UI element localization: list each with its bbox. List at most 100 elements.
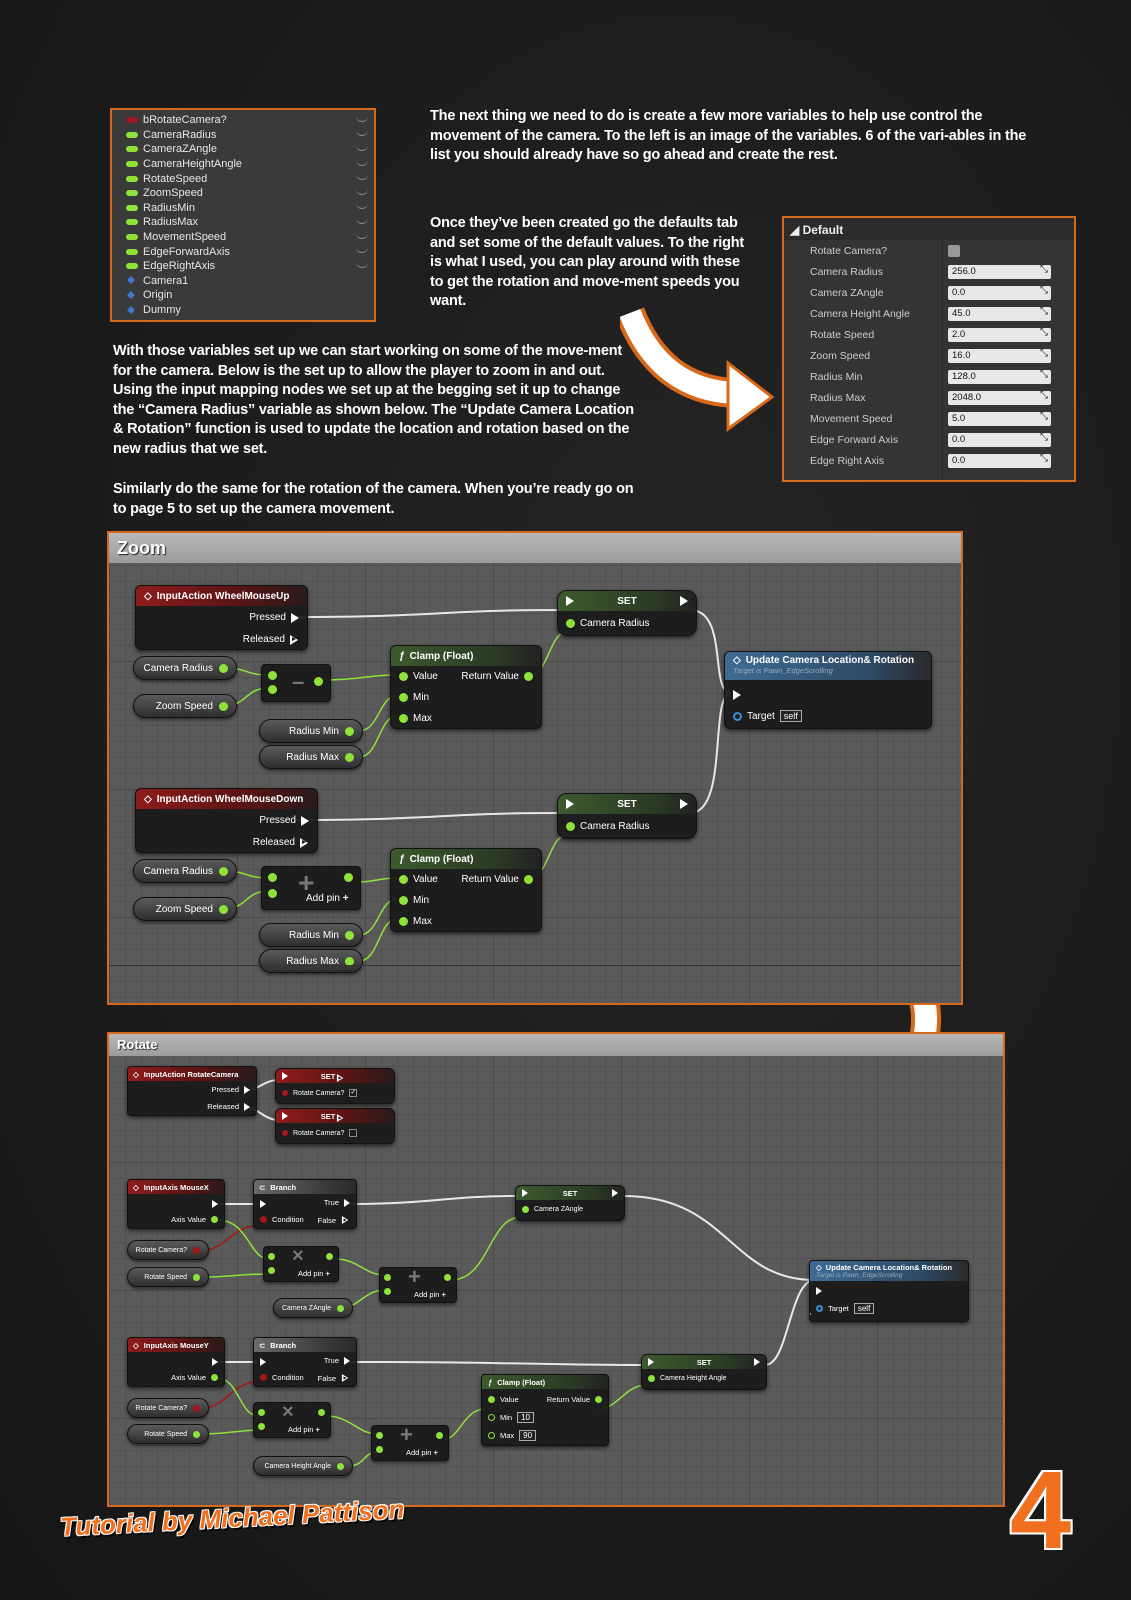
get-radius-max-2[interactable]: Radius Max	[259, 949, 363, 973]
exec-pin-icon[interactable]	[212, 1200, 218, 1208]
variable-item[interactable]: EdgeForwardAxis	[126, 244, 368, 259]
value-pin[interactable]: Value	[399, 671, 438, 682]
input-action-wheel-down-node[interactable]: ◇InputAction WheelMouseDown Pressed Rele…	[135, 788, 318, 853]
unchecked-checkbox[interactable]	[349, 1129, 358, 1137]
min-value-field[interactable]: 10	[517, 1412, 534, 1423]
axis-value-pin[interactable]: Axis Value	[171, 1215, 218, 1224]
get-radius-min-1[interactable]: Radius Min	[259, 719, 363, 743]
checked-checkbox[interactable]: ✓	[349, 1089, 358, 1097]
get-zoom-speed-1[interactable]: Zoom Speed	[133, 694, 237, 718]
add-node-x[interactable]: + Add pin +	[379, 1264, 457, 1303]
visibility-eye-icon[interactable]	[356, 116, 368, 122]
branch-node-x[interactable]: ⊂Branch True Condition False	[253, 1179, 357, 1229]
released-pin[interactable]: Released	[243, 634, 299, 645]
default-value-field[interactable]: 128.0	[948, 369, 1051, 384]
max-pin[interactable]: Max	[399, 916, 432, 927]
variable-item[interactable]: CameraZAngle	[126, 142, 368, 157]
exec-pin-icon[interactable]	[260, 1200, 266, 1208]
get-camera-height-angle[interactable]: Camera Height Angle	[253, 1456, 353, 1476]
get-camera-zangle[interactable]: Camera ZAngle	[273, 1298, 353, 1318]
visibility-eye-icon[interactable]	[356, 203, 368, 210]
value-pin[interactable]: Value	[399, 874, 438, 885]
get-camera-radius-2[interactable]: Camera Radius	[133, 859, 237, 883]
min-pin[interactable]: Min	[399, 692, 429, 703]
default-value-field[interactable]: 2.0	[948, 327, 1051, 342]
visibility-eye-icon[interactable]	[356, 130, 368, 137]
add-node-y[interactable]: + Add pin +	[371, 1422, 449, 1461]
set-camera-zangle-node[interactable]: SET Camera ZAngle	[515, 1185, 625, 1221]
exec-in-pin-icon[interactable]	[816, 1287, 822, 1295]
get-rotate-speed-x[interactable]: Rotate Speed	[127, 1267, 209, 1287]
camera-radius-pin[interactable]: Camera Radius	[566, 618, 649, 629]
false-pin[interactable]: False	[318, 1215, 350, 1225]
set-camera-radius-node-1[interactable]: SET Camera Radius	[557, 590, 697, 636]
get-rotate-camera-y[interactable]: Rotate Camera?	[127, 1398, 209, 1418]
exec-out-pin-icon[interactable]	[810, 1310, 812, 1318]
subtract-node[interactable]: –	[261, 664, 331, 702]
visibility-eye-icon[interactable]	[356, 262, 368, 268]
true-pin[interactable]: True	[324, 1198, 350, 1207]
condition-pin[interactable]: Condition	[260, 1215, 304, 1224]
variable-item[interactable]: Camera1	[126, 274, 368, 289]
visibility-eye-icon[interactable]	[356, 247, 368, 254]
camera-zangle-pin[interactable]: Camera ZAngle	[522, 1206, 583, 1213]
true-pin[interactable]: True	[324, 1356, 350, 1365]
branch-node-y[interactable]: ⊂Branch True Condition False	[253, 1337, 357, 1387]
pressed-pin[interactable]: Pressed	[211, 1085, 250, 1094]
visibility-eye-icon[interactable]	[356, 174, 368, 181]
default-value-field[interactable]: 5.0	[948, 411, 1051, 426]
default-value-field[interactable]: 16.0	[948, 348, 1051, 363]
variable-item[interactable]: RadiusMin	[126, 201, 368, 216]
defaults-header[interactable]: ◢ Default	[784, 218, 1074, 240]
default-value-field[interactable]: 0.0	[948, 285, 1051, 300]
rotate-camera-pin[interactable]: Rotate Camera?✓	[282, 1089, 358, 1097]
return-value-pin[interactable]: Return Value	[461, 874, 533, 885]
value-pin[interactable]: Value	[488, 1395, 519, 1404]
add-pin-button[interactable]: Add pin +	[414, 1290, 446, 1299]
exec-pin-icon[interactable]	[212, 1358, 218, 1366]
get-camera-radius-1[interactable]: Camera Radius	[133, 656, 237, 680]
set-rotate-camera-false-node[interactable]: SET Rotate Camera?	[275, 1108, 395, 1144]
get-radius-max-1[interactable]: Radius Max	[259, 745, 363, 769]
update-camera-node-zoom[interactable]: ◇Update Camera Location& Rotation Target…	[724, 651, 932, 729]
input-axis-mouse-y-node[interactable]: ◇InputAxis MouseY Axis Value	[127, 1337, 225, 1387]
variable-item[interactable]: ZoomSpeed	[126, 186, 368, 201]
condition-pin[interactable]: Condition	[260, 1373, 304, 1382]
pressed-pin[interactable]: Pressed	[259, 815, 309, 826]
visibility-eye-icon[interactable]	[356, 189, 368, 195]
visibility-eye-icon[interactable]	[356, 233, 368, 239]
add-pin-button[interactable]: Add pin +	[306, 893, 349, 904]
camera-radius-pin[interactable]: Camera Radius	[566, 821, 649, 832]
axis-value-pin[interactable]: Axis Value	[171, 1373, 218, 1382]
get-zoom-speed-2[interactable]: Zoom Speed	[133, 897, 237, 921]
max-pin[interactable]: Max	[399, 713, 432, 724]
variable-item[interactable]: RadiusMax	[126, 215, 368, 230]
return-value-pin[interactable]: Return Value	[547, 1395, 602, 1404]
get-rotate-speed-y[interactable]: Rotate Speed	[127, 1424, 209, 1444]
variable-item[interactable]: EdgeRightAxis	[126, 259, 368, 274]
default-value-field[interactable]: 2048.0	[948, 390, 1051, 405]
camera-height-angle-pin[interactable]: Camera Height Angle	[648, 1375, 727, 1382]
default-value-field[interactable]: 0.0	[948, 453, 1051, 468]
min-pin[interactable]: Min	[399, 895, 429, 906]
variable-item[interactable]: CameraHeightAngle	[126, 157, 368, 172]
false-pin[interactable]: False	[318, 1373, 350, 1383]
add-pin-button[interactable]: Add pin +	[298, 1269, 330, 1278]
pressed-pin[interactable]: Pressed	[249, 612, 299, 623]
get-rotate-camera-x[interactable]: Rotate Camera?	[127, 1240, 209, 1260]
default-checkbox[interactable]	[948, 244, 960, 257]
variable-item[interactable]: MovementSpeed	[126, 230, 368, 245]
update-camera-node-rotate[interactable]: ◇Update Camera Location& Rotation Target…	[809, 1260, 969, 1322]
set-rotate-camera-true-node[interactable]: SET Rotate Camera?✓	[275, 1068, 395, 1104]
multiply-node-x[interactable]: × Add pin +	[263, 1245, 339, 1282]
multiply-node-y[interactable]: × Add pin +	[253, 1401, 331, 1438]
variable-item[interactable]: CameraRadius	[126, 128, 368, 143]
default-value-field[interactable]: 256.0	[948, 264, 1051, 279]
return-value-pin[interactable]: Return Value	[461, 671, 533, 682]
variable-item[interactable]: RotateSpeed	[126, 171, 368, 186]
